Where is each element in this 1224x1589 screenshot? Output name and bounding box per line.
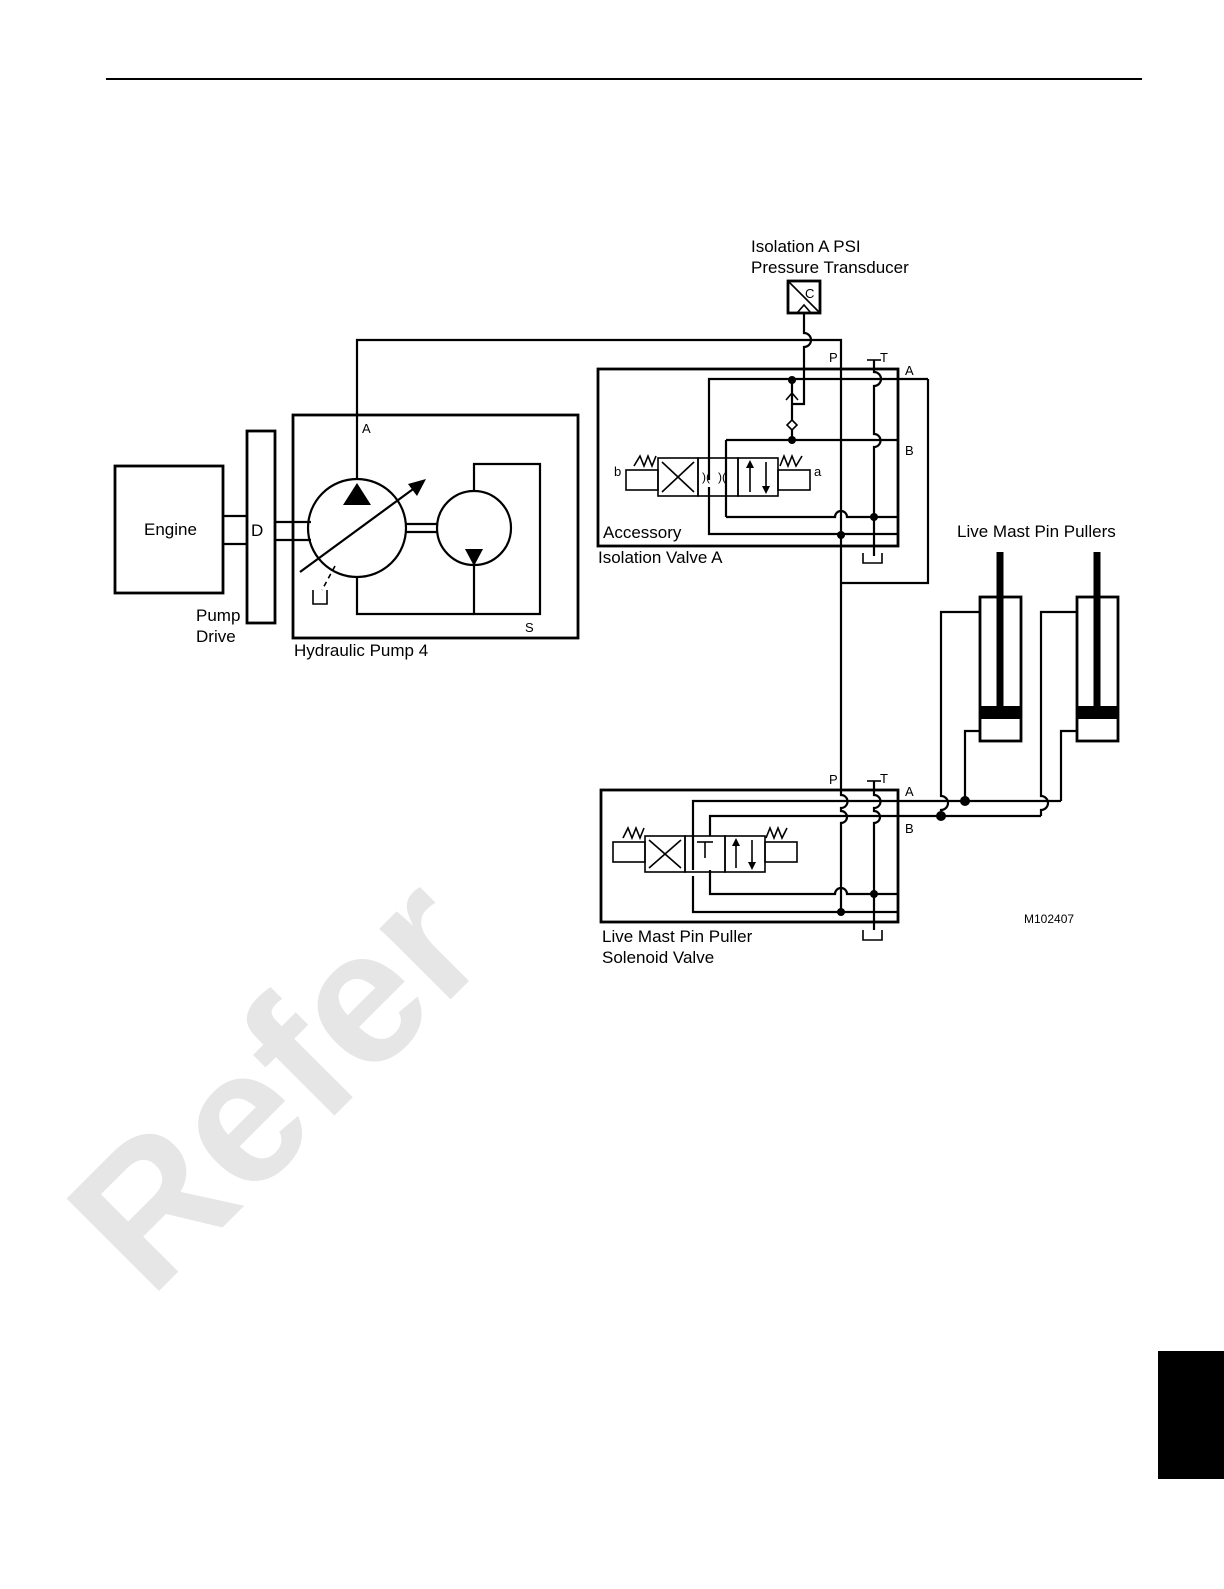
transducer-label-1: Isolation A PSI	[751, 237, 861, 256]
pump-drive-label-2: Drive	[196, 627, 236, 646]
iso-solenoid-b	[626, 470, 658, 490]
sol-tank-symbol	[863, 930, 882, 940]
iso-spool-envelope-3	[738, 458, 778, 496]
pump-flow-triangle	[343, 483, 371, 505]
section-tab	[1158, 1351, 1224, 1479]
sol-port-t: T	[880, 771, 888, 786]
iso-solenoid-a-label: a	[814, 464, 822, 479]
iso-port-b: B	[905, 443, 914, 458]
drive-letter: D	[251, 521, 263, 540]
sol-solenoid-left	[613, 842, 645, 862]
solenoid-valve-label-1: Live Mast Pin Puller	[602, 927, 753, 946]
iso-port-p: P	[829, 350, 838, 365]
pump-drive-label-1: Pump	[196, 606, 240, 625]
figure-id: M102407	[1024, 912, 1074, 926]
iso-tank-symbol	[863, 553, 882, 563]
sol-solenoid-right	[765, 842, 797, 862]
pullers-label: Live Mast Pin Pullers	[957, 522, 1116, 541]
variable-arrow-icon	[408, 479, 426, 496]
iso-port-a: A	[905, 363, 914, 378]
engine-label: Engine	[144, 520, 197, 539]
sol-port-a: A	[905, 784, 914, 799]
transducer-label-2: Pressure Transducer	[751, 258, 909, 277]
isolation-valve-label-2: Isolation Valve A	[598, 548, 723, 567]
isolation-valve-label-1: Accessory	[603, 523, 682, 542]
iso-solenoid-a	[778, 470, 810, 490]
svg-text:)(: )(	[702, 470, 710, 484]
pump-port-a: A	[362, 421, 371, 436]
solenoid-valve-label-2: Solenoid Valve	[602, 948, 714, 967]
sol-spool-envelope-3	[725, 836, 765, 872]
transducer-letter: C	[805, 286, 814, 301]
svg-text:)(: )(	[718, 470, 726, 484]
pump-box	[293, 415, 578, 638]
sol-port-p: P	[829, 772, 838, 787]
sol-port-b: B	[905, 821, 914, 836]
pump-label: Hydraulic Pump 4	[294, 641, 428, 660]
iso-port-t: T	[880, 350, 888, 365]
pump-port-s: S	[525, 620, 534, 635]
pump-drain-tank	[313, 590, 327, 604]
watermark: Refer	[29, 836, 522, 1329]
iso-solenoid-b-label: b	[614, 464, 621, 479]
